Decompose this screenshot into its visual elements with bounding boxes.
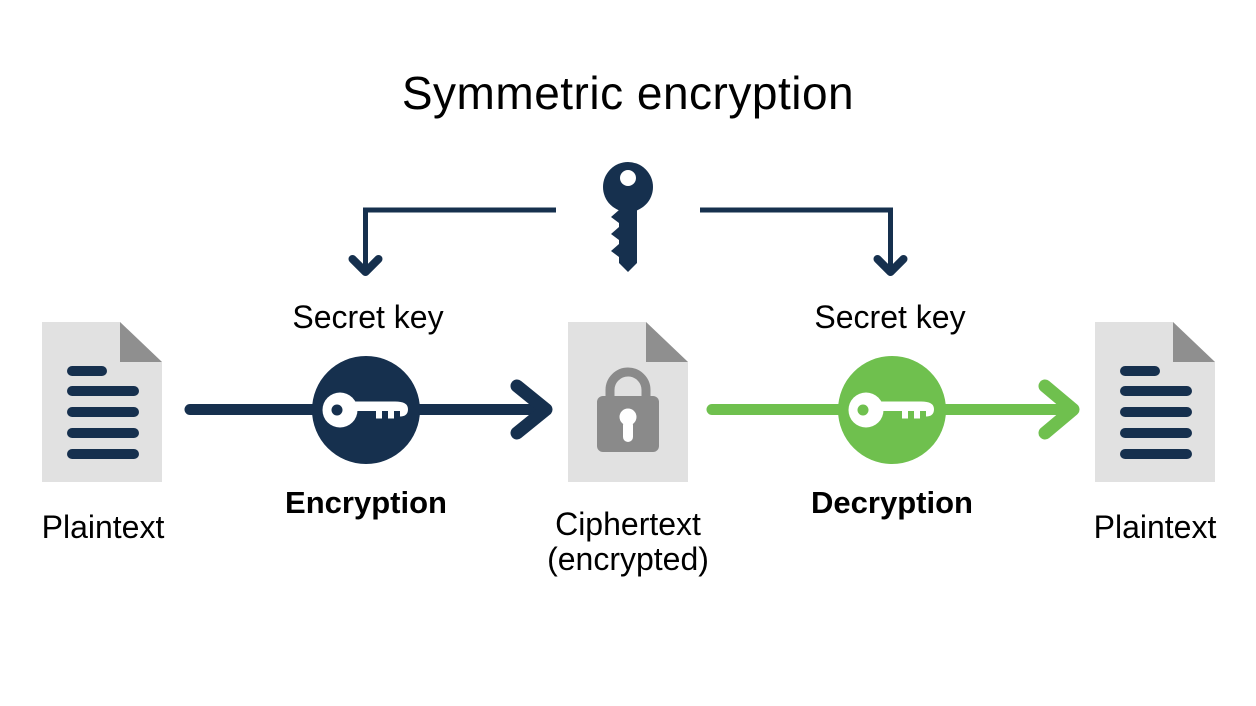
page-title: Symmetric encryption	[401, 67, 855, 119]
document-icon-plaintext-right	[1095, 322, 1215, 482]
branch-arrow-right	[700, 207, 908, 276]
document-icon-plaintext-left	[42, 322, 162, 482]
secret-key-label-left: Secret key	[292, 299, 444, 335]
locked-document-icon-ciphertext	[568, 322, 688, 482]
decryption-label: Decryption	[811, 485, 973, 520]
ciphertext-label-line1: Ciphertext	[555, 506, 701, 542]
encryption-key-circle-icon	[312, 356, 420, 464]
secret-key-label-right: Secret key	[814, 299, 966, 335]
ciphertext-label: Ciphertext (encrypted)	[478, 507, 778, 577]
decryption-key-circle-icon	[838, 356, 946, 464]
plaintext-label-right: Plaintext	[1093, 509, 1217, 545]
ciphertext-label-line2: (encrypted)	[547, 541, 709, 577]
plaintext-label-left: Plaintext	[41, 509, 165, 545]
key-icon	[603, 162, 653, 272]
encryption-label: Encryption	[285, 485, 447, 520]
branch-arrow-left	[348, 207, 556, 276]
